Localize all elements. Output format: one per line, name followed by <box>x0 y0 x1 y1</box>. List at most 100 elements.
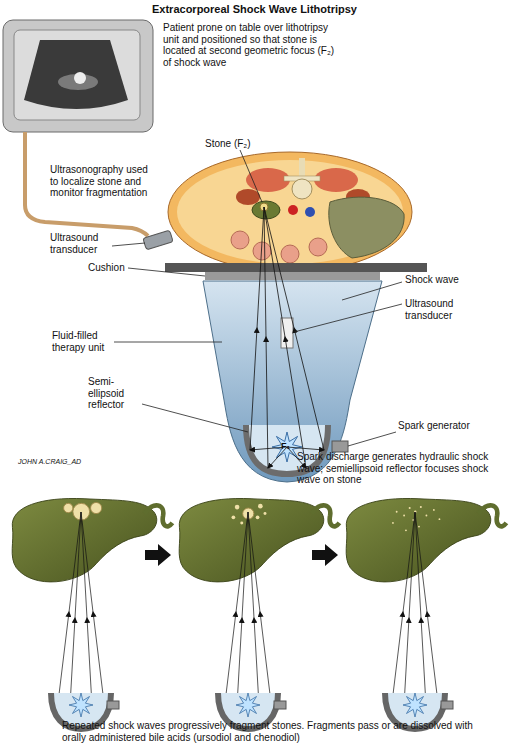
gallbladder-part <box>312 505 340 526</box>
body-cross-section-part <box>305 207 315 217</box>
focus-label: F₁ <box>281 441 301 451</box>
shock-wave-lines <box>250 207 324 468</box>
gallbladder-part <box>145 505 173 526</box>
reflector-unit-part-part <box>69 512 81 612</box>
reflector-unit-part-part <box>242 512 248 618</box>
shock-wave-lines-part <box>266 337 268 468</box>
body-cross-section <box>168 152 412 272</box>
gallbladder-part-part <box>425 515 427 517</box>
ultrasound-monitor-part <box>14 30 140 120</box>
gallbladder-part <box>264 512 267 515</box>
body-cross-section-part <box>314 168 358 192</box>
body-cross-section-part <box>309 238 327 256</box>
leader-lines-part <box>142 404 248 432</box>
reflector-unit-part-part <box>248 512 254 618</box>
gallbladder-part-part <box>439 518 441 520</box>
shock-wave-lines-part <box>287 447 324 450</box>
gallbladder-part-part <box>405 529 407 531</box>
body-cross-section-part <box>329 197 404 258</box>
gallbladder-part-part <box>403 515 405 517</box>
body-cross-section-part <box>292 179 312 199</box>
reflector-unit-part-part <box>248 512 260 612</box>
gallbladder-part <box>91 502 102 513</box>
body-cross-section-part <box>168 152 412 272</box>
leader-lines-part <box>348 432 396 446</box>
body-cross-section-part <box>236 189 260 205</box>
progression-arrow-part <box>145 544 171 566</box>
leader-lines-part <box>294 304 402 332</box>
part-label: Cushion <box>88 262 138 274</box>
gallbladder-part-part <box>396 511 398 513</box>
gallbladder <box>12 498 172 581</box>
gallbladder-part-part <box>418 526 420 528</box>
reflector-unit <box>51 512 119 729</box>
part-label: Stone (F₂) <box>205 138 265 150</box>
part-label: Shock wave <box>405 274 495 286</box>
table-part <box>205 272 380 280</box>
reflector-unit-part <box>224 512 272 723</box>
shock-wave-lines-part <box>294 328 324 450</box>
gallbladder-part-part <box>420 506 422 508</box>
title: Extracorporeal Shock Wave Lithotripsy <box>0 3 509 16</box>
note-text: Patient prone on table over lithotripsy … <box>163 22 341 68</box>
gallbladder-part-part <box>392 522 394 524</box>
reflector-unit-part-part <box>415 512 427 612</box>
reflector-unit-part <box>274 701 286 709</box>
progression-arrow <box>145 544 338 566</box>
reflector-unit-part-part <box>415 512 421 618</box>
gallbladder-part <box>479 505 507 526</box>
reflector-unit-part <box>236 693 260 717</box>
ultrasound-transducer-part <box>143 230 173 250</box>
gallbladder <box>346 498 506 581</box>
leader-lines <box>112 150 402 446</box>
body-cross-section-part <box>281 245 299 263</box>
reflector-unit-part <box>391 512 439 723</box>
ultrasound-monitor-part <box>3 20 153 132</box>
gallbladder-part <box>64 503 73 512</box>
part-label: Spark generator <box>398 420 478 432</box>
ultrasound-monitor-part <box>24 40 128 109</box>
gallbladder-part-part <box>433 509 435 511</box>
shock-wave-lines-part <box>264 207 285 337</box>
reflector-unit-part <box>69 693 93 717</box>
shock-wave-lines-part <box>264 207 294 328</box>
leader-lines-part <box>112 243 145 246</box>
shock-wave-lines-part <box>250 328 257 450</box>
reflector-unit-part <box>107 701 119 709</box>
gallbladder-part <box>258 504 263 509</box>
signature: JOHN A.CRAIG_AD <box>18 458 108 466</box>
gallbladder-part <box>232 515 236 519</box>
leader-lines-part <box>114 342 222 343</box>
caption: Repeated shock waves progressively fragm… <box>62 720 482 743</box>
reflector-unit-part <box>57 512 105 723</box>
ultrasound-monitor-part <box>74 72 86 84</box>
reflector-unit-part-part <box>403 512 415 612</box>
note-text: Spark discharge generates hydraulic shoc… <box>297 451 507 486</box>
reflector-unit-part-part <box>81 512 93 612</box>
gallbladder-part <box>256 515 260 519</box>
gallbladder-part <box>235 505 240 510</box>
leader-lines-part <box>128 268 205 276</box>
part-label: Fluid-filled therapy unit <box>52 330 122 353</box>
part-label: Ultrasound transducer <box>50 232 120 255</box>
table-part <box>165 263 427 272</box>
part-label: Ultrasound transducer <box>405 298 485 321</box>
reflector-unit <box>385 512 453 729</box>
gallbladder <box>179 498 339 581</box>
progression-arrow-part <box>312 544 338 566</box>
reflector-unit-part <box>441 701 453 709</box>
shock-wave-lines-part <box>264 207 266 337</box>
shock-wave-lines-part <box>257 207 264 328</box>
gallbladder-part <box>240 521 243 524</box>
leader-lines-part <box>342 282 402 300</box>
ultrasound-transducer <box>143 230 173 250</box>
reflector-unit-part-part <box>75 512 81 618</box>
body-cross-section-part <box>231 231 249 249</box>
reflector-unit-part-part <box>236 512 248 612</box>
ultrasound-monitor <box>3 20 153 236</box>
leader-lines-part <box>240 150 262 202</box>
reflector-unit-part <box>403 693 427 717</box>
reflector-unit <box>218 512 286 729</box>
